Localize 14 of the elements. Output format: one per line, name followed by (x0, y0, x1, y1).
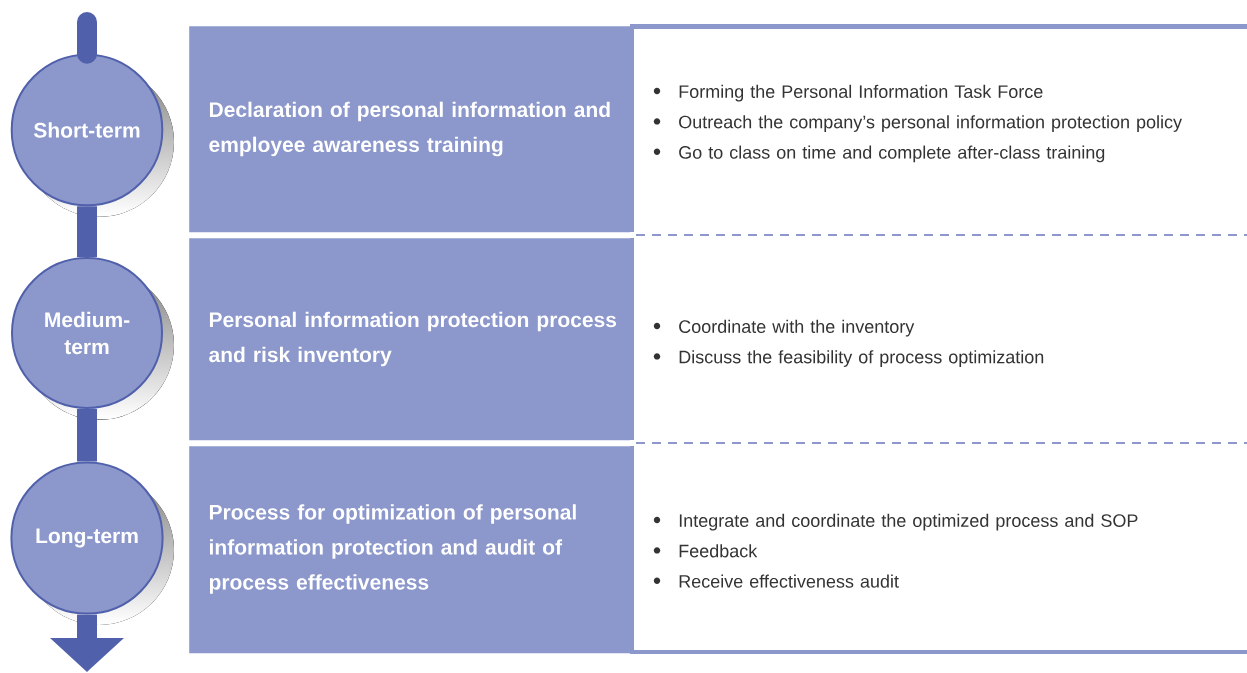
bullet-item: Coordinate with the inventory (653, 319, 915, 337)
bullet-item: Integrate and coordinate the optimized process and SOP (653, 513, 1138, 531)
bullet-item: Feedback (653, 544, 758, 558)
bullet-item: Discuss the feasibility of process optimization (653, 350, 1044, 367)
bullet-item: Go to class on time and complete after-class training (653, 145, 1105, 163)
node-label: Declaration of personal information and employee awareness training (209, 101, 610, 157)
bullet-item: Receive effectiveness audit (653, 574, 899, 588)
node-label: Process for optimization of personal information protection and audit of process effectiveness (209, 504, 576, 594)
bullet-item: Outreach the company’s personal information protection policy (653, 115, 1182, 132)
node-label: Personal information protection process and risk inventory (209, 311, 617, 367)
bullet-item: Forming the Personal Information Task Force (653, 84, 1043, 102)
phase-box: Process for optimization of personal information protection and audit of process effectiveness (189, 446, 631, 654)
phase-box: Personal information protection process and risk inventory (189, 238, 631, 441)
phase-box: Declaration of personal information and employee awareness training (189, 26, 631, 233)
